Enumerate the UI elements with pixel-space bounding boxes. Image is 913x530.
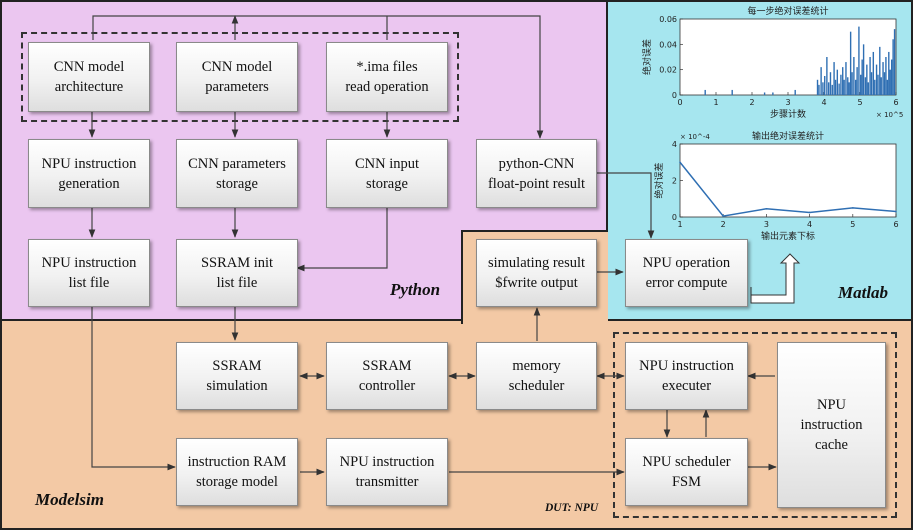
cnn-input-storage-box: CNN input storage [326, 139, 448, 208]
chart1-ytick-label: 0.04 [659, 40, 677, 49]
chart2-point [895, 210, 897, 213]
chart1-ytick-label: 0.06 [659, 15, 677, 24]
npu-scheduler-fsm-box: NPU scheduler FSM [625, 438, 748, 506]
instruction-ram-storage-box: instruction RAM storage model [176, 438, 298, 506]
chart1-xlabel: 步骤计数 [770, 108, 806, 120]
chart2-xtick-label: 2 [721, 220, 726, 229]
chart2-ylabel: 绝对误差 [653, 162, 665, 198]
ima-files-read-box: *.ima files read operation [326, 42, 448, 112]
python-cnn-result-box: python-CNN float-point result [476, 139, 597, 208]
chart1-xtick-label: 1 [713, 98, 718, 107]
npu-instruction-executer-box: NPU instruction executer [625, 342, 748, 410]
chart2-point [722, 215, 724, 217]
cnn-model-architecture-box: CNN model architecture [28, 42, 150, 112]
python-region-label: Python [390, 280, 441, 299]
chart1-ytick-label: 0 [672, 91, 677, 100]
chart2-xtick-label: 6 [893, 220, 898, 229]
python-input-group [21, 32, 459, 122]
chart1-xtick-label: 0 [677, 98, 682, 107]
cnn-model-parameters-box: CNN model parameters [176, 42, 298, 112]
chart2-ytick-label: 2 [672, 177, 677, 186]
chart1-xtick-label: 6 [893, 98, 898, 107]
npu-instruction-generation-box: NPU instruction generation [28, 139, 150, 208]
dut-region-label: DUT: NPU [545, 502, 599, 514]
chart2-plot-area [679, 143, 897, 218]
chart1-xtick-label: 4 [821, 98, 826, 107]
modelsim-region [0, 319, 913, 530]
dut-region [613, 332, 897, 518]
ssram-init-list-box: SSRAM init list file [176, 239, 298, 307]
chart2-point [808, 211, 811, 214]
npu-error-compute-box: NPU operation error compute [625, 239, 748, 307]
modelsim-region-label: Modelsim [35, 490, 104, 509]
chart2-xtick-label: 4 [807, 220, 812, 229]
chart1-xtick-label: 3 [785, 98, 790, 107]
chart2-point [679, 161, 681, 164]
memory-scheduler-box: memory scheduler [476, 342, 597, 410]
chart1-xtick-label: 2 [749, 98, 754, 107]
chart2-xlabel: 输出元素下标 [761, 230, 815, 242]
matlab-region-label: Matlab [838, 283, 889, 302]
cnn-parameters-storage-box: CNN parameters storage [176, 139, 298, 208]
chart2-ytick-label: 4 [672, 140, 677, 149]
chart1-title: 每一步绝对误差统计 [747, 5, 828, 17]
chart2-y-multiplier: × 10^-4 [680, 133, 710, 141]
npu-instruction-list-box: NPU instruction list file [28, 239, 150, 307]
chart1-plot-area [679, 18, 897, 96]
npu-instruction-transmitter-box: NPU instruction transmitter [326, 438, 448, 506]
ssram-simulation-box: SSRAM simulation [176, 342, 298, 410]
chart2-point [765, 207, 768, 210]
chart2-xtick-label: 3 [764, 220, 769, 229]
chart2-xtick-label: 5 [850, 220, 855, 229]
chart1-ylabel: 绝对误差 [641, 39, 653, 75]
simulating-result-box: simulating result $fwrite output [476, 239, 597, 307]
chart1-xtick-label: 5 [857, 98, 862, 107]
npu-instruction-cache-box: NPU instruction cache [777, 342, 886, 508]
ssram-controller-box: SSRAM controller [326, 342, 448, 410]
chart1-x-multiplier: × 10^5 [876, 111, 903, 119]
chart2-ytick-label: 0 [672, 213, 677, 222]
chart2-point [852, 207, 854, 209]
chart1-ytick-label: 0.02 [659, 66, 677, 75]
chart2-series-line [679, 161, 897, 217]
chart2-title: 输出绝对误差统计 [752, 130, 824, 142]
chart2-xtick-label: 1 [677, 220, 682, 229]
